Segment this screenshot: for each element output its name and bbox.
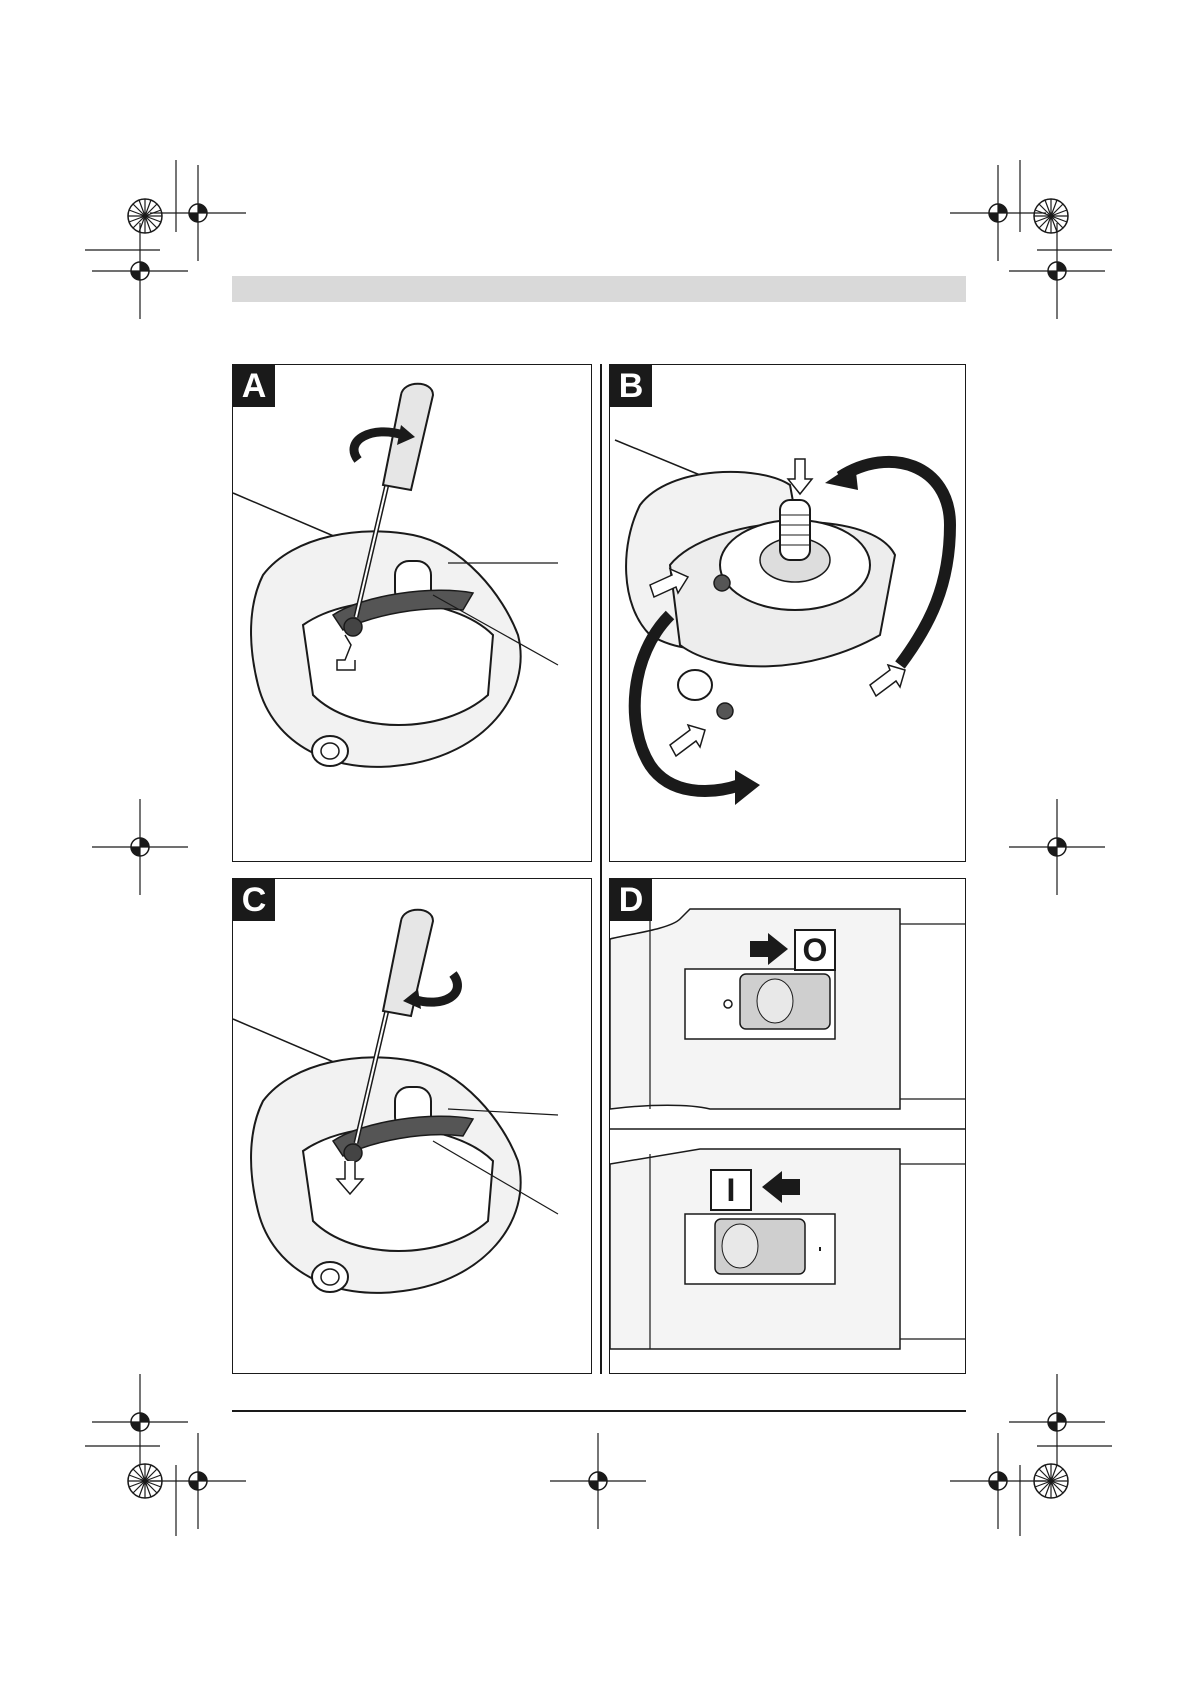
panel-d: O I D [609, 878, 966, 1374]
angle-grinder-screwdriver-tighten-illustration [233, 879, 592, 1374]
on-symbol-box: I [710, 1169, 752, 1211]
footer-rule [232, 1410, 966, 1412]
on-off-switch-illustration [610, 879, 966, 1374]
panel-a: A [232, 364, 592, 862]
panel-divider-vertical [600, 364, 602, 1374]
angle-grinder-gear-head-rotation-illustration [610, 365, 966, 862]
angle-grinder-screwdriver-illustration [233, 365, 592, 862]
panel-label-b: B [610, 365, 652, 407]
panel-c: C [232, 878, 592, 1374]
header-bar [232, 276, 966, 302]
panel-label-a: A [233, 365, 275, 407]
panel-label-c: C [233, 879, 275, 921]
panel-label-d: D [610, 879, 652, 921]
off-symbol-box: O [794, 929, 836, 971]
panel-b: B [609, 364, 966, 862]
off-symbol: O [803, 932, 828, 968]
on-symbol: I [727, 1172, 736, 1208]
